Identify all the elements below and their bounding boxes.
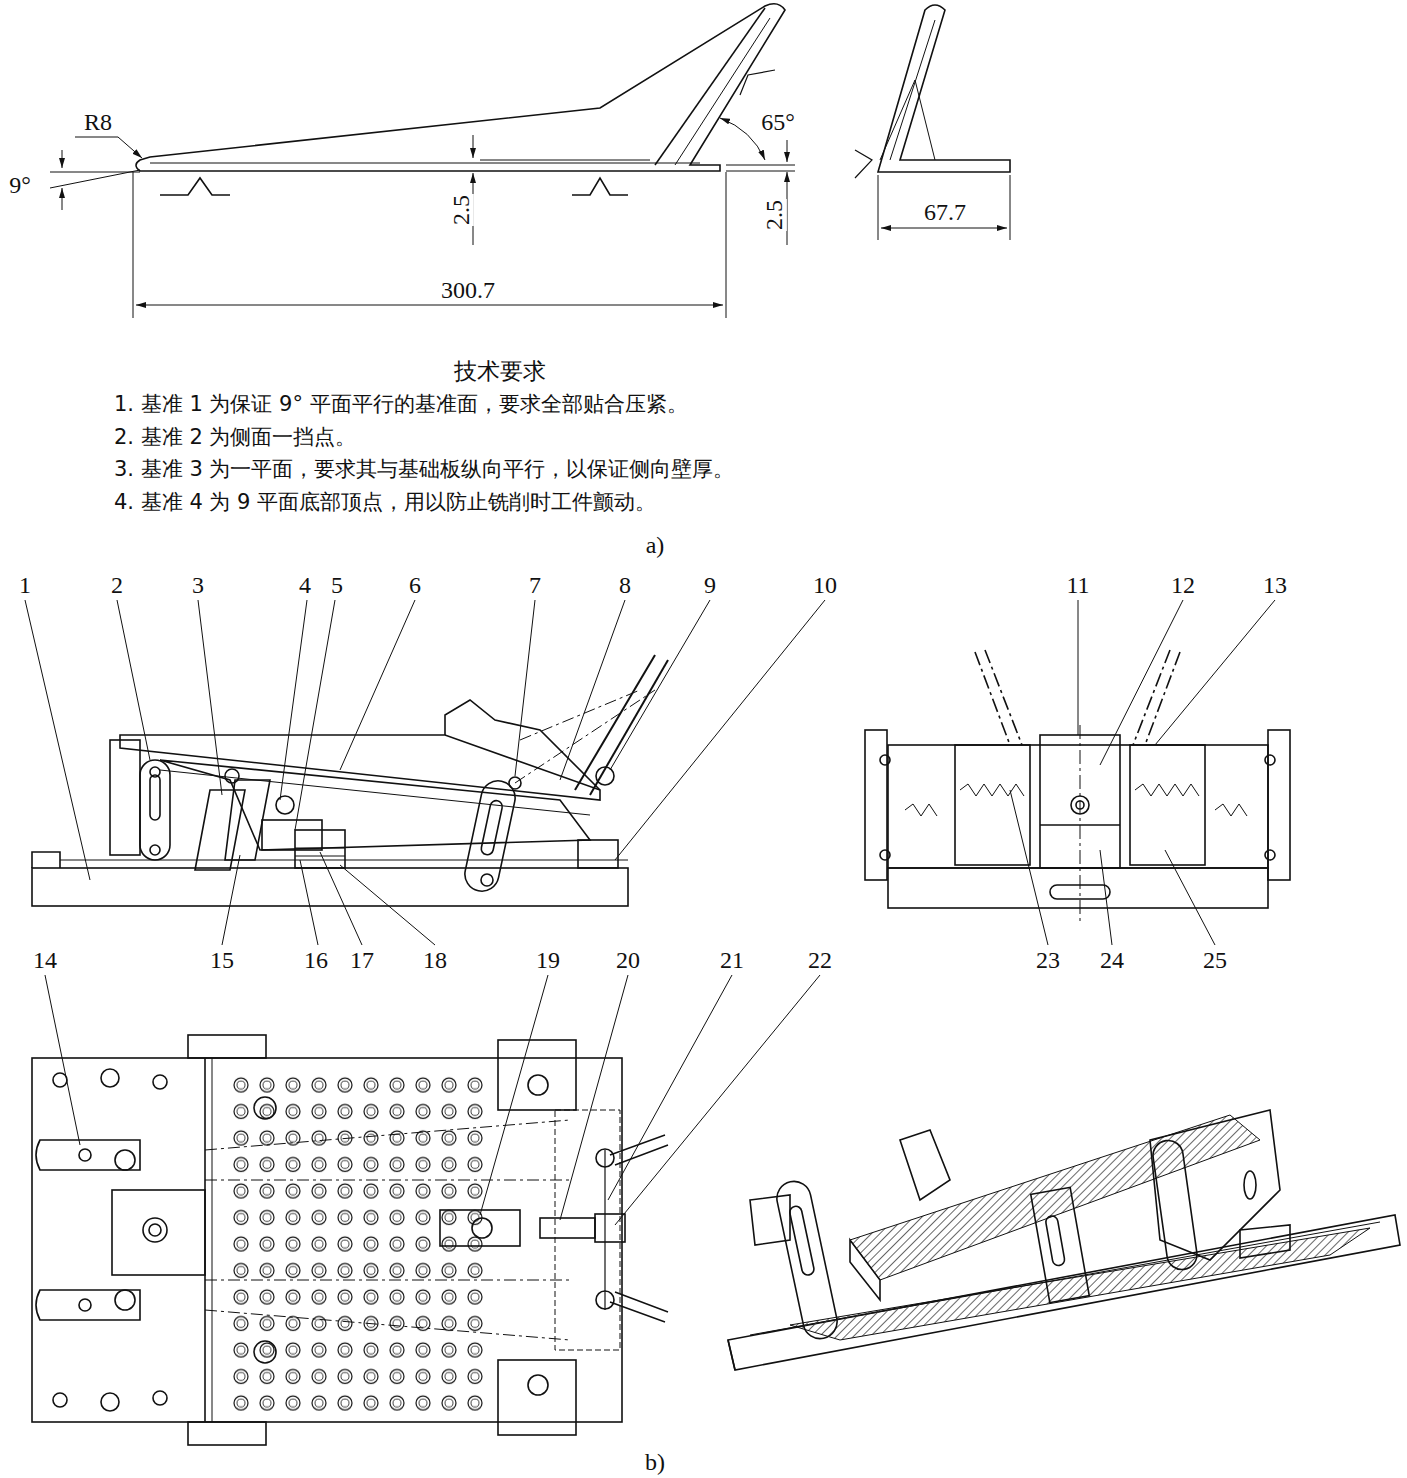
requirement-note: 2. 基准 2 为侧面一挡点。 <box>113 426 357 449</box>
notes-heading: 技术要求 <box>453 359 547 384</box>
requirement-note: 3. 基准 3 为一平面，要求其与基础板纵向平行，以保证侧向壁厚。 <box>113 458 735 481</box>
drawing-label: 17 <box>349 947 375 973</box>
drawing-label: b) <box>644 1449 666 1475</box>
drawing-label: 19 <box>535 947 561 973</box>
drawing-label: 65° <box>760 109 796 135</box>
requirement-note: 1. 基准 1 为保证 9° 平面平行的基准面，要求全部贴合压紧。 <box>113 393 689 416</box>
drawing-label: 67.7 <box>923 199 967 225</box>
drawing-label: 2 <box>110 572 124 598</box>
drawing-label: 6 <box>408 572 422 598</box>
drawing-label: 3 <box>191 572 205 598</box>
drawing-label: 1 <box>18 572 32 598</box>
drawing-label: 20 <box>615 947 641 973</box>
drawing-label: 16 <box>303 947 329 973</box>
drawing-label: 25 <box>1202 947 1228 973</box>
requirement-note: 4. 基准 4 为 9 平面底部顶点，用以防止铣削时工件颤动。 <box>113 491 657 514</box>
drawing-label: 7 <box>528 572 542 598</box>
drawing-label: a) <box>645 532 666 558</box>
drawing-label: 11 <box>1065 572 1090 598</box>
drawing-label: 13 <box>1262 572 1288 598</box>
drawing-label: 2.5 <box>761 199 787 231</box>
drawing-label: 21 <box>719 947 745 973</box>
drawing-label: 12 <box>1170 572 1196 598</box>
drawing-label: 9° <box>8 172 32 198</box>
drawing-label: R8 <box>83 109 113 135</box>
drawing-label: 24 <box>1099 947 1125 973</box>
drawing-label: 9 <box>703 572 717 598</box>
drawing-label: 18 <box>422 947 448 973</box>
drawing-label: 2.5 <box>448 194 474 226</box>
drawing-label: 23 <box>1035 947 1061 973</box>
drawing-label: 22 <box>807 947 833 973</box>
drawing-label: 14 <box>32 947 58 973</box>
drawing-label: 4 <box>298 572 312 598</box>
drawing-label: 300.7 <box>440 277 496 303</box>
drawing-label: 5 <box>330 572 344 598</box>
drawing-label: 10 <box>812 572 838 598</box>
drawing-label: 8 <box>618 572 632 598</box>
drawing-label: 15 <box>209 947 235 973</box>
